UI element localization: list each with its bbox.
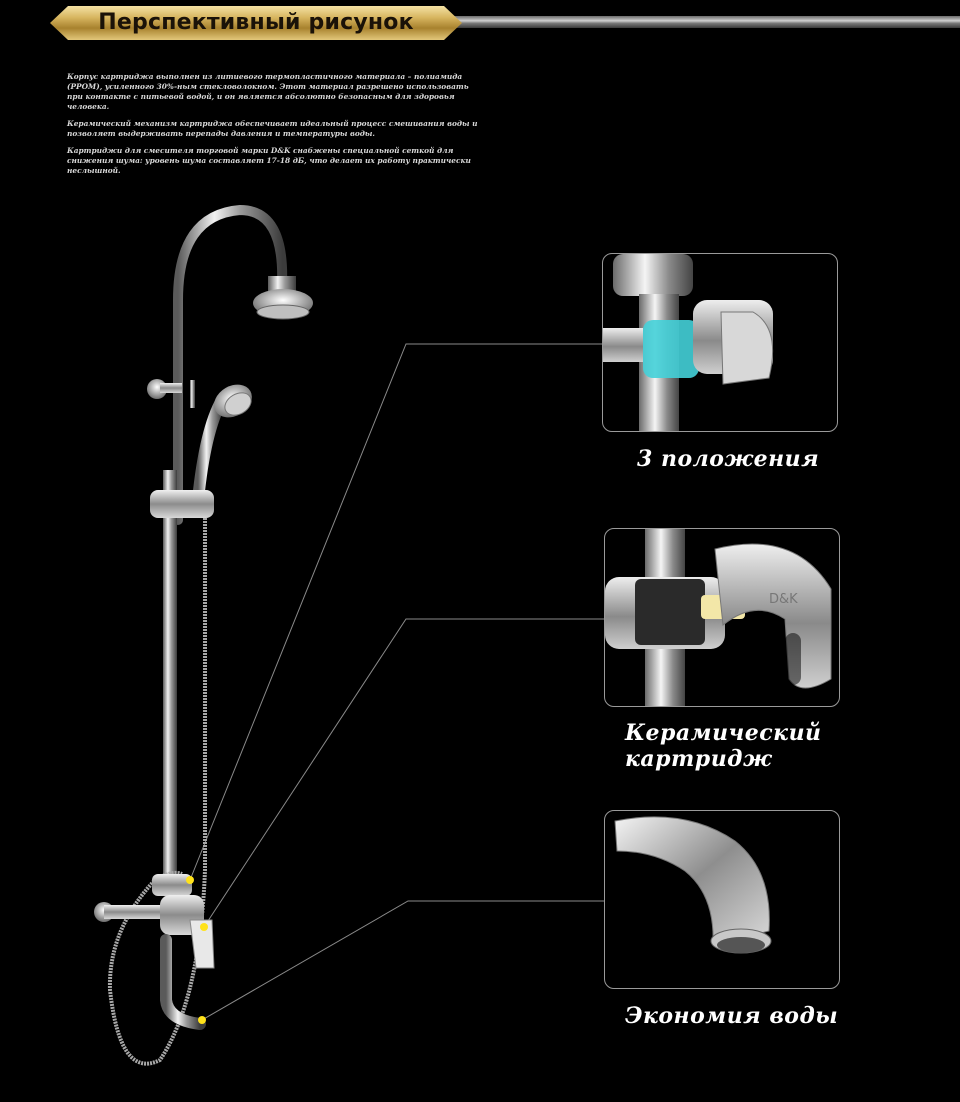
description-text: Корпус картриджа выполнен из литиевого т…	[67, 72, 487, 183]
leader-line-cartridge	[203, 618, 604, 928]
brand-mark: D&K	[769, 592, 798, 607]
cartridge-marker	[200, 923, 208, 931]
leader-line-diverter	[189, 343, 602, 881]
bath-spout	[160, 934, 206, 1030]
feature-caption-3: Экономия воды	[625, 1003, 839, 1029]
feature-caption-2: Керамический картридж	[625, 720, 822, 772]
hand-shower	[192, 384, 252, 506]
gooseneck-arm	[173, 204, 288, 525]
banner-title: Перспективный рисунок	[98, 10, 414, 35]
feature-caption-2-line2: картридж	[625, 746, 773, 772]
description-paragraph: Керамический механизм картриджа обеспечи…	[67, 119, 478, 138]
feature-caption-2-line1: Керамический	[625, 720, 822, 746]
banner-rule	[440, 16, 960, 28]
slider-holder	[150, 490, 214, 518]
section-banner: Перспективный рисунок	[0, 6, 960, 40]
highlight-markers	[186, 876, 208, 1024]
riser-pipe	[163, 470, 177, 890]
diverter-marker	[186, 876, 194, 884]
leader-line-spout	[201, 900, 604, 1021]
wall-bracket	[147, 379, 195, 408]
feature-caption-1: 3 положения	[637, 446, 820, 472]
leader-lines	[189, 343, 604, 1021]
description-paragraph: Корпус картриджа выполнен из литиевого т…	[67, 72, 469, 111]
feature-photo-spout	[604, 810, 840, 989]
banner-plate	[50, 6, 462, 40]
diverter-detail-image	[603, 254, 774, 431]
shower-hose	[107, 518, 207, 1066]
feature-photo-cartridge: D&K	[604, 528, 840, 707]
overhead-shower-head	[253, 276, 313, 320]
spout-detail-image	[614, 816, 772, 954]
description-paragraph: Картриджи для смесителя торговой марки D…	[67, 146, 471, 175]
spout-marker	[198, 1016, 206, 1024]
cartridge-detail-image: D&K	[605, 529, 832, 706]
mixer-body	[94, 874, 215, 969]
feature-photo-diverter	[602, 253, 838, 432]
